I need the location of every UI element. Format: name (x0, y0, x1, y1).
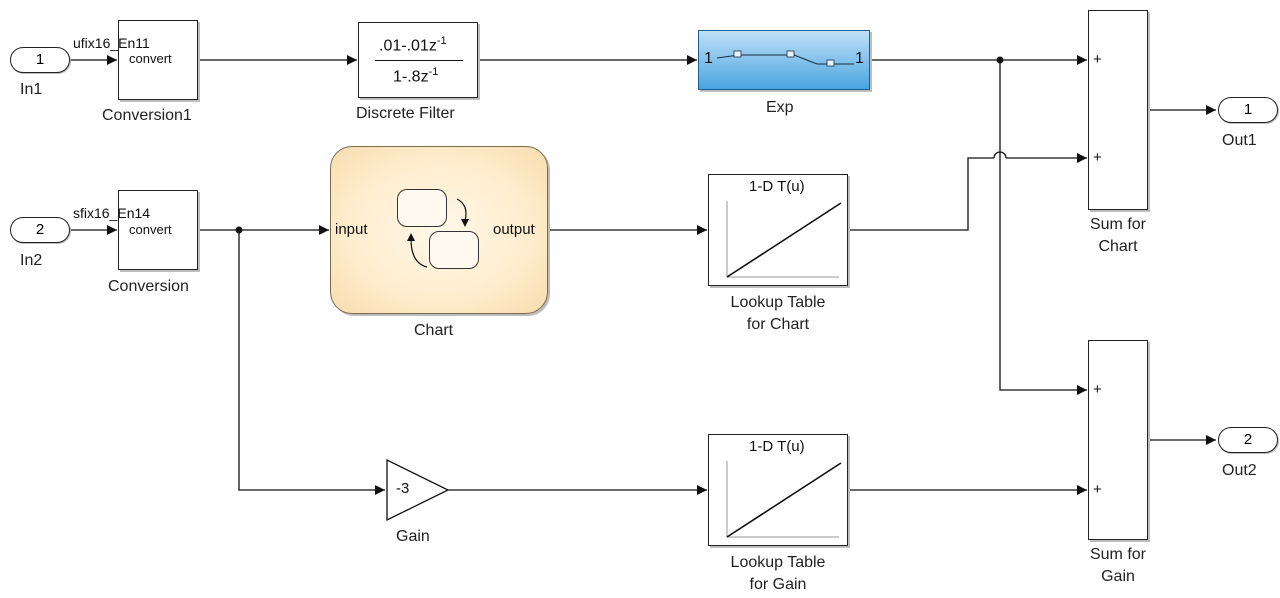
chart-transition-icon (407, 198, 469, 268)
stateflow-chart-block[interactable]: input output (330, 146, 548, 314)
outport-2-label: Out2 (1222, 462, 1257, 479)
sum-chart-block[interactable]: + + (1088, 10, 1148, 210)
sum-gain-sign-2: + (1093, 481, 1102, 498)
lookup-table-gain-block[interactable]: 1-D T(u) (708, 434, 848, 546)
exp-block[interactable]: 1 1 (698, 30, 870, 90)
conversion1-block[interactable]: convert (118, 20, 198, 100)
sum-gain-block[interactable]: + + (1088, 340, 1148, 540)
wire-crossover-hop (993, 151, 1007, 159)
exp-left-port-text: 1 (704, 50, 713, 67)
inport-2-label: In2 (20, 252, 43, 269)
chart-output-port-label: output (493, 221, 535, 238)
conversion-label: Conversion (108, 278, 189, 295)
conversion-inner: convert (129, 222, 172, 237)
exp-icon (716, 50, 854, 67)
gain-value: -3 (396, 480, 410, 497)
filter-numerator: .01-.01z-1 (379, 35, 447, 55)
gain-block[interactable] (386, 458, 450, 522)
inport-2[interactable]: 2 (10, 217, 70, 243)
branch-point-conversion (235, 226, 243, 234)
exp-label: Exp (766, 99, 794, 116)
inport-1-label: In1 (20, 81, 43, 98)
conversion1-type: ufix16_En11 (73, 35, 150, 51)
lookup-gain-plot-icon (726, 461, 842, 538)
chart-state-a (397, 189, 447, 227)
lookup-table-chart-block[interactable]: 1-D T(u) (708, 174, 848, 286)
discrete-filter-label: Discrete Filter (356, 105, 455, 122)
wire-conversion-branch-to-gain (238, 230, 385, 495)
outport-1[interactable]: 1 (1218, 97, 1278, 123)
lookup-chart-plot-icon (726, 201, 842, 278)
exp-right-port-text: 1 (855, 50, 864, 67)
conversion1-inner: convert (129, 51, 172, 66)
conversion-block[interactable]: convert (118, 190, 198, 270)
branch-point-exp (996, 56, 1004, 64)
conversion-type: sfix16_En14 (73, 205, 151, 221)
chart-input-port-label: input (335, 221, 368, 238)
lookup-gain-title: 1-D T(u) (749, 438, 805, 455)
wire-exp-branch-to-sum-gain (999, 60, 1087, 395)
discrete-filter-block[interactable]: .01-.01z-1 1-.8z-1 (358, 22, 478, 98)
outport-1-label: Out1 (1222, 132, 1257, 149)
sum-chart-sign-1: + (1093, 51, 1102, 68)
outport-2[interactable]: 2 (1218, 427, 1278, 453)
chart-state-b (429, 231, 479, 269)
chart-label: Chart (414, 322, 454, 339)
wire-lookup-chart-to-sum-chart (849, 157, 994, 231)
filter-denominator: 1-.8z-1 (393, 66, 439, 86)
inport-1[interactable]: 1 (10, 47, 70, 73)
gain-label: Gain (396, 528, 430, 545)
conversion1-label: Conversion1 (102, 107, 192, 124)
lookup-chart-title: 1-D T(u) (749, 178, 805, 195)
sum-gain-sign-1: + (1093, 381, 1102, 398)
filter-fraction-bar (375, 60, 463, 61)
sum-chart-sign-2: + (1093, 149, 1102, 166)
